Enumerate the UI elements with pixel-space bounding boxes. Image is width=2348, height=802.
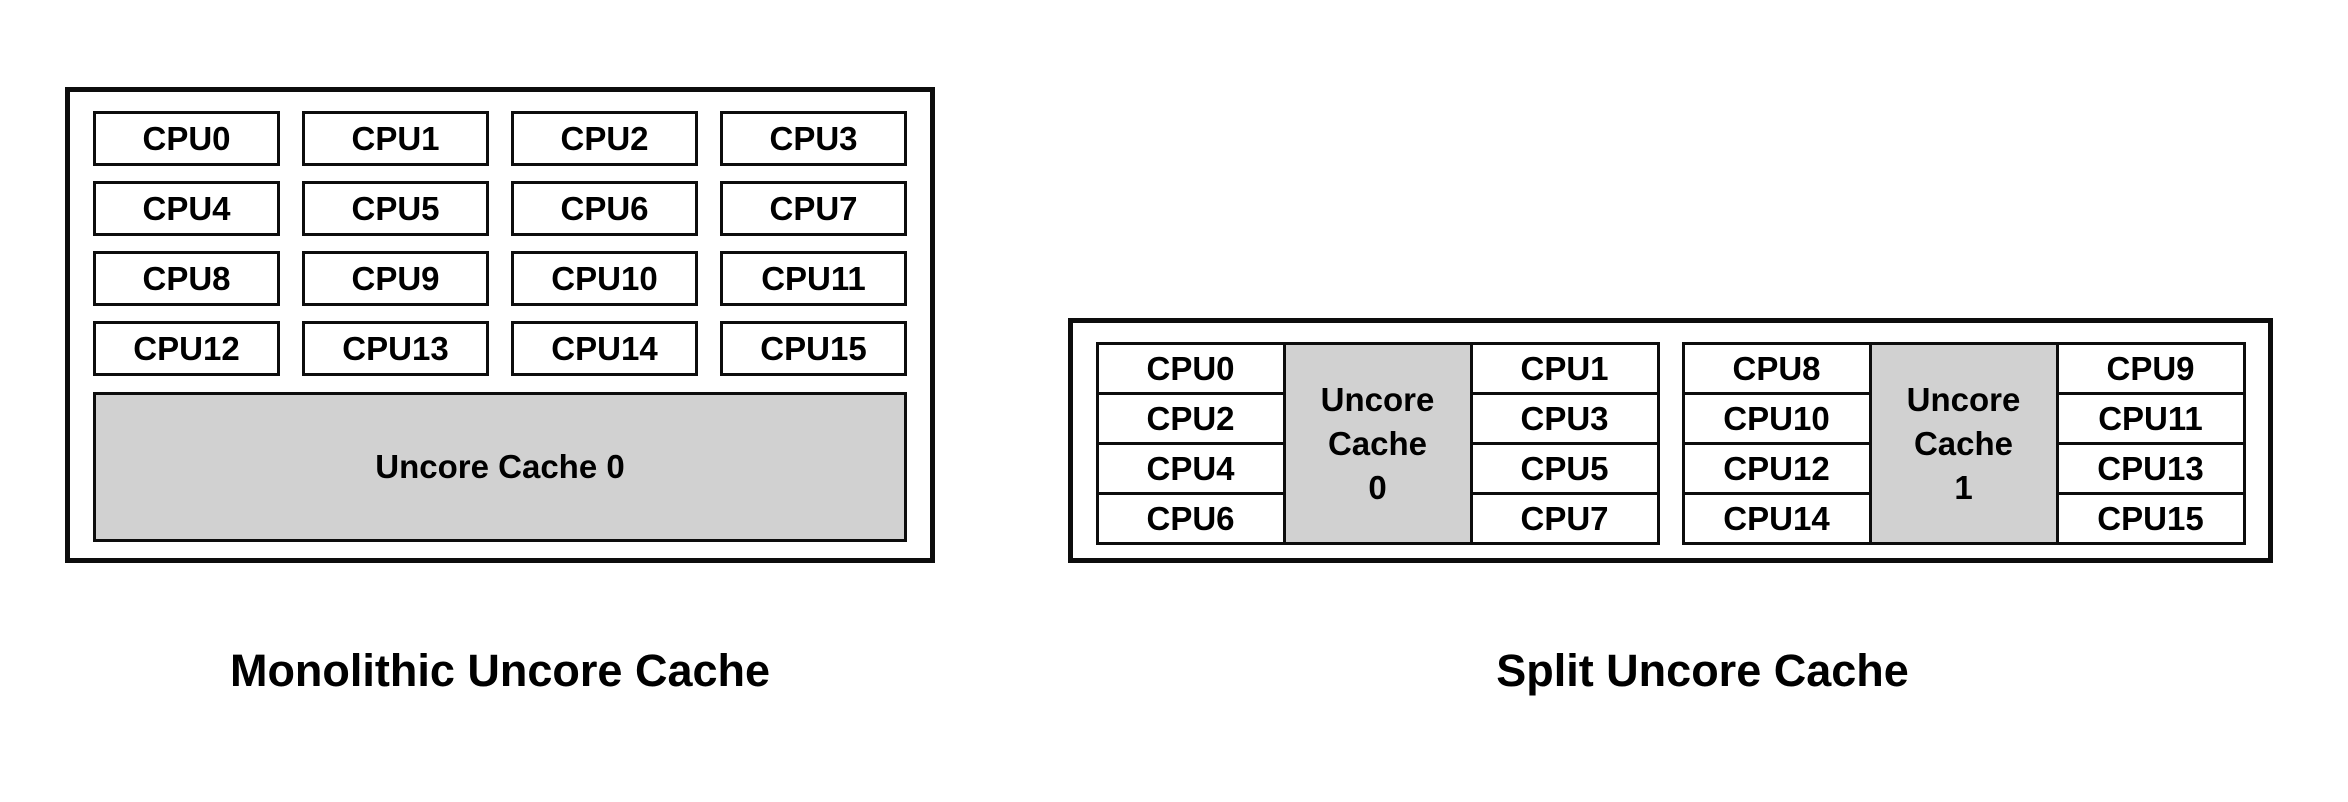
cpu-cell: CPU12 [1681,442,1872,495]
cpu-cell: CPU13 [302,321,489,376]
split-group-0: CPU0 CPU2 CPU4 CPU6 Uncore Cache 0 CPU1 … [1095,342,1660,545]
cpu-cell: CPU1 [302,111,489,166]
cpu-cell: CPU8 [1681,342,1872,395]
even-cpu-column: CPU0 CPU2 CPU4 CPU6 [1095,342,1286,545]
cpu-cell: CPU4 [1095,442,1286,495]
cpu-cell: CPU0 [93,111,280,166]
cpu-cell: CPU12 [93,321,280,376]
cpu-cell: CPU4 [93,181,280,236]
odd-cpu-column: CPU1 CPU3 CPU5 CPU7 [1469,342,1660,545]
cpu-cell: CPU10 [1681,392,1872,445]
cpu-cell: CPU3 [720,111,907,166]
cpu-grid: CPU0 CPU1 CPU2 CPU3 CPU4 CPU5 CPU6 CPU7 … [93,111,907,376]
monolithic-uncore-diagram: CPU0 CPU1 CPU2 CPU3 CPU4 CPU5 CPU6 CPU7 … [65,87,935,563]
cache-label-line: Uncore [1320,380,1435,418]
cache-label-line: 1 [1954,468,1973,506]
cpu-cell: CPU5 [1469,442,1660,495]
cpu-cell: CPU1 [1469,342,1660,395]
cpu-cell: CPU0 [1095,342,1286,395]
cache-label-line: Cache [1327,424,1428,462]
cpu-cell: CPU6 [1095,492,1286,545]
cpu-cell: CPU2 [1095,392,1286,445]
cpu-cell: CPU5 [302,181,489,236]
cache-label-line: Cache [1913,424,2014,462]
split-caption: Split Uncore Cache [1496,645,1909,696]
cpu-cell: CPU10 [511,251,698,306]
cpu-cell: CPU6 [511,181,698,236]
split-group-1: CPU8 CPU10 CPU12 CPU14 Uncore Cache 1 CP… [1681,342,2246,545]
cpu-cell: CPU11 [2055,392,2246,445]
uncore-cache-0-box: Uncore Cache 0 [1282,342,1473,545]
cpu-cell: CPU3 [1469,392,1660,445]
even-cpu-column: CPU8 CPU10 CPU12 CPU14 [1681,342,1872,545]
cpu-cell: CPU8 [93,251,280,306]
cpu-cell: CPU13 [2055,442,2246,495]
cpu-cell: CPU2 [511,111,698,166]
odd-cpu-column: CPU9 CPU11 CPU13 CPU15 [2055,342,2246,545]
cpu-cell: CPU7 [1469,492,1660,545]
cpu-cell: CPU9 [302,251,489,306]
cpu-cell: CPU11 [720,251,907,306]
cpu-cell: CPU15 [2055,492,2246,545]
split-uncore-diagram: CPU0 CPU2 CPU4 CPU6 Uncore Cache 0 CPU1 … [1068,318,2273,563]
cpu-cell: CPU15 [720,321,907,376]
monolithic-caption: Monolithic Uncore Cache [229,645,771,696]
cpu-cell: CPU7 [720,181,907,236]
cache-label-line: Uncore [1906,380,2021,418]
cpu-cell: CPU14 [1681,492,1872,545]
cache-label-line: 0 [1368,468,1387,506]
uncore-cache-1-box: Uncore Cache 1 [1868,342,2059,545]
uncore-cache-0-box: Uncore Cache 0 [93,392,907,542]
cpu-cell: CPU14 [511,321,698,376]
cpu-cell: CPU9 [2055,342,2246,395]
